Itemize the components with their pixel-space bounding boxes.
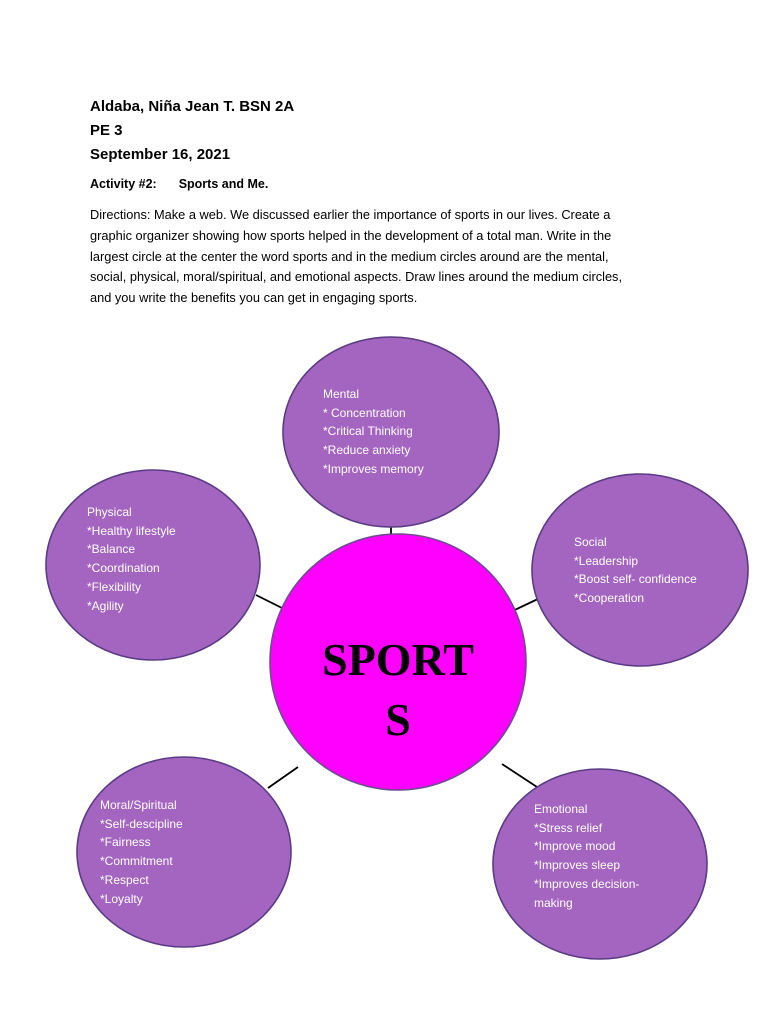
node-item: *Fairness: [100, 835, 151, 850]
node-item: *Improves decision-: [534, 876, 640, 891]
directions-paragraph: Directions: Make a web. We discussed ear…: [90, 205, 690, 309]
node-item: *Loyalty: [100, 891, 143, 906]
node-item: *Cooperation: [574, 591, 645, 606]
node-item: *Coordination: [87, 561, 160, 576]
student-name: Aldaba, Niña Jean T. BSN 2A: [90, 98, 295, 115]
node-item: * Concentration: [323, 405, 406, 420]
node-item: *Improves memory: [323, 461, 424, 476]
date: September 16, 2021: [90, 146, 231, 163]
social-node-text: Social *Leadership *Boost self- confiden…: [574, 533, 697, 608]
sports-center-label: SPORT S: [322, 634, 474, 745]
node-heading: Physical: [87, 505, 132, 519]
node-item: *Leadership: [574, 553, 639, 568]
node-heading: Mental: [323, 387, 360, 401]
social-circle: [531, 473, 749, 667]
connector-moral: [267, 766, 299, 789]
node-item: making: [534, 895, 573, 910]
sports-center-circle: [269, 533, 527, 791]
node-item: *Critical Thinking: [323, 424, 413, 439]
node-item: *Commitment: [100, 854, 173, 869]
header-block: Aldaba, Niña Jean T. BSN 2A PE 3 Septemb…: [90, 95, 294, 167]
activity-label: Activity #2:: [90, 177, 157, 191]
mental-circle: [282, 336, 500, 528]
activity-heading: Activity #2: Sports and Me.: [90, 177, 268, 191]
node-item: *Stress relief: [534, 820, 603, 835]
node-item: *Self-descipline: [100, 816, 183, 831]
moral-node-text: Moral/Spiritual *Self-descipline *Fairne…: [100, 796, 183, 908]
mental-node-text: Mental * Concentration *Critical Thinkin…: [323, 385, 424, 479]
node-item: *Improve mood: [534, 839, 616, 854]
node-item: *Flexibility: [87, 579, 142, 594]
node-heading: Emotional: [534, 802, 588, 816]
directions-line: social, physical, moral/spiritual, and e…: [90, 269, 623, 285]
physical-node-text: Physical *Healthy lifestyle *Balance *Co…: [87, 503, 176, 615]
connector-emotional: [501, 763, 538, 788]
moral-circle: [76, 756, 292, 948]
physical-circle: [45, 469, 261, 661]
node-item: *Agility: [87, 598, 124, 613]
directions-line: largest circle at the center the word sp…: [90, 248, 609, 264]
activity-title: Sports and Me.: [178, 177, 269, 191]
node-item: *Healthy lifestyle: [87, 523, 176, 538]
directions-line: and you write the benefits you can get i…: [90, 290, 418, 306]
node-item: *Improves sleep: [534, 858, 621, 873]
directions-line: graphic organizer showing how sports hel…: [90, 227, 612, 243]
node-item: *Balance: [87, 542, 136, 557]
course-code: PE 3: [90, 122, 123, 139]
node-heading: Moral/Spiritual: [100, 798, 177, 812]
node-item: *Reduce anxiety: [323, 443, 411, 458]
node-item: *Boost self- confidence: [574, 572, 697, 587]
node-item: *Respect: [100, 872, 149, 887]
emotional-circle: [492, 768, 708, 960]
directions-line: Directions: Make a web. We discussed ear…: [90, 207, 611, 222]
emotional-node-text: Emotional *Stress relief *Improve mood *…: [534, 800, 639, 912]
node-heading: Social: [574, 535, 607, 549]
